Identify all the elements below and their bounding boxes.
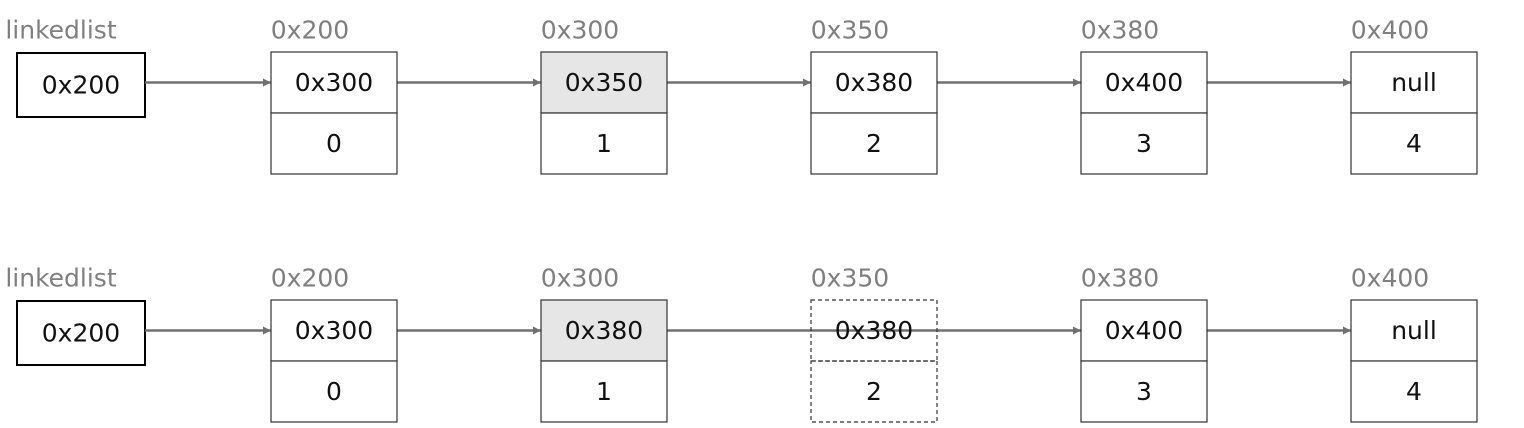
next-pointer-cell <box>810 51 938 114</box>
next-pointer-value: 0x350 <box>565 68 643 97</box>
next-pointer-cell <box>1080 299 1208 362</box>
next-pointer-value: 0x380 <box>835 68 913 97</box>
node-address: 0x350 <box>811 16 889 45</box>
head-pointer-value: 0x200 <box>42 319 120 348</box>
data-cell <box>810 112 938 175</box>
list-node: 0x380 0x400 3 <box>1080 16 1208 175</box>
list-node: 0x350 0x380 2 <box>810 16 938 175</box>
node-address: 0x380 <box>1081 264 1159 293</box>
list-node: 0x200 0x300 0 <box>270 264 398 423</box>
head-pointer-box <box>16 52 146 118</box>
next-pointer-cell <box>1350 299 1478 362</box>
node-address: 0x350 <box>811 264 889 293</box>
head-label: linkedlist <box>5 16 116 45</box>
next-pointer-cell <box>1080 51 1208 114</box>
node-data-value: 1 <box>596 377 612 406</box>
node-data-value: 1 <box>596 129 612 158</box>
data-cell <box>540 112 668 175</box>
node-data-value: 0 <box>326 129 342 158</box>
next-pointer-value: null <box>1391 316 1437 345</box>
node-data-value: 2 <box>866 377 882 406</box>
next-pointer-cell <box>540 299 668 362</box>
list-node: 0x200 0x300 0 <box>270 16 398 175</box>
node-address: 0x300 <box>541 16 619 45</box>
next-pointer-value: 0x300 <box>295 68 373 97</box>
list-node: 0x300 0x380 1 <box>540 264 668 423</box>
data-cell <box>1350 360 1478 423</box>
node-data-value: 3 <box>1136 129 1152 158</box>
removed-node: 0x350 0x380 2 <box>810 264 938 423</box>
data-cell <box>810 360 938 423</box>
head-pointer-box <box>16 300 146 366</box>
next-pointer-cell <box>270 299 398 362</box>
node-data-value: 0 <box>326 377 342 406</box>
next-pointer-cell <box>1350 51 1478 114</box>
node-address: 0x380 <box>1081 16 1159 45</box>
data-cell <box>540 360 668 423</box>
list-node: 0x380 0x400 3 <box>1080 264 1208 423</box>
node-address: 0x200 <box>271 16 349 45</box>
list-node: 0x300 0x350 1 <box>540 16 668 175</box>
next-pointer-cell <box>540 51 668 114</box>
data-cell <box>1350 112 1478 175</box>
list-node: 0x400 null 4 <box>1350 264 1478 423</box>
node-address: 0x200 <box>271 264 349 293</box>
node-address: 0x400 <box>1351 16 1429 45</box>
next-pointer-value: 0x400 <box>1105 316 1183 345</box>
next-pointer-value: 0x300 <box>295 316 373 345</box>
node-data-value: 3 <box>1136 377 1152 406</box>
list-node: 0x400 null 4 <box>1350 16 1478 175</box>
node-data-value: 2 <box>866 129 882 158</box>
node-data-value: 4 <box>1406 129 1422 158</box>
list-row-1: linkedlist0x2000x2000x30000x3000x35010x3… <box>5 16 1478 175</box>
node-address: 0x300 <box>541 264 619 293</box>
next-pointer-cell <box>810 299 938 362</box>
head-label: linkedlist <box>5 264 116 293</box>
node-address: 0x400 <box>1351 264 1429 293</box>
list-row-2: linkedlist0x2000x2000x30000x3000x38010x3… <box>5 264 1478 423</box>
data-cell <box>270 112 398 175</box>
next-pointer-value: 0x400 <box>1105 68 1183 97</box>
data-cell <box>1080 112 1208 175</box>
next-pointer-value: 0x380 <box>835 316 913 345</box>
head-pointer-value: 0x200 <box>42 71 120 100</box>
data-cell <box>1080 360 1208 423</box>
data-cell <box>270 360 398 423</box>
rows-layer: linkedlist0x2000x2000x30000x3000x35010x3… <box>5 16 1478 423</box>
next-pointer-value: 0x380 <box>565 316 643 345</box>
node-data-value: 4 <box>1406 377 1422 406</box>
next-pointer-value: null <box>1391 68 1437 97</box>
